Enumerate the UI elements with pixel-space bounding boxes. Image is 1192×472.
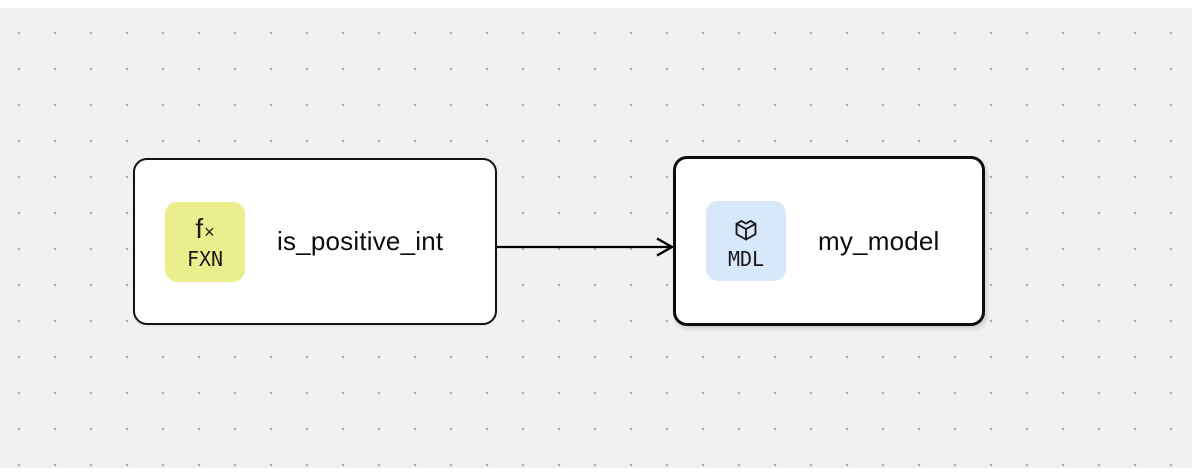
canvas-bottom-edge (0, 468, 1192, 472)
fx-f-glyph: f (195, 213, 204, 244)
node-type-badge-fxn: f × FXN (165, 201, 245, 282)
node-my-model[interactable]: MDL my_model (673, 156, 985, 326)
canvas-top-edge (0, 0, 1192, 8)
node-label: is_positive_int (277, 226, 444, 256)
fx-function-icon: f × (195, 212, 214, 246)
graph-canvas[interactable]: f × FXN is_positive_int MDL my_model (0, 8, 1192, 468)
node-type-badge-mdl: MDL (706, 201, 786, 281)
node-type-label: MDL (727, 246, 765, 271)
node-label: my_model (818, 225, 940, 256)
fx-x-glyph: × (204, 222, 215, 242)
node-is-positive-int[interactable]: f × FXN is_positive_int (133, 158, 497, 325)
edge-arrow[interactable] (496, 235, 676, 259)
node-type-label: FXN (186, 247, 224, 271)
cube-icon (732, 212, 760, 246)
edge-arrowhead-icon (656, 237, 675, 257)
